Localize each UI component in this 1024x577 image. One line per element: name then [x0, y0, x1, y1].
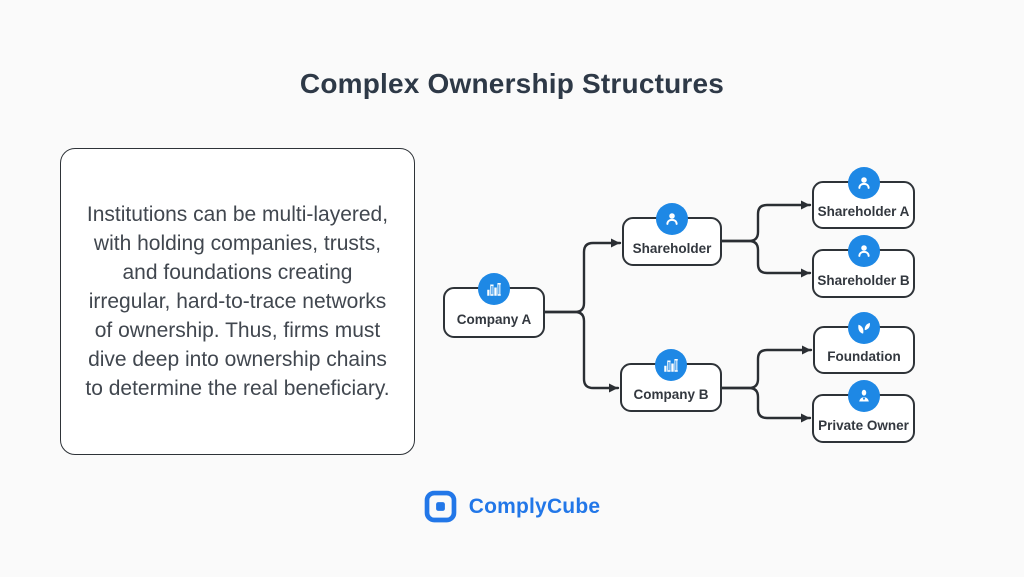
node-label: Foundation [827, 349, 901, 364]
node-private-owner: Private Owner [812, 380, 915, 443]
node-label: Company A [456, 311, 532, 327]
node-company-b: Company B [620, 349, 722, 412]
node-shareholder-a: Shareholder A [812, 167, 915, 229]
buildings-icon [478, 273, 510, 305]
person-icon [656, 203, 688, 235]
edge-companyB-privateOwner [720, 386, 812, 423]
node-label: Shareholder B [817, 272, 910, 288]
node-company-a: Company A [443, 273, 545, 338]
leaf-icon [848, 312, 880, 344]
edge-companyA-shareholder [543, 238, 622, 314]
edge-companyB-foundation [720, 345, 813, 390]
edge-shareholder-shareholderA [720, 200, 812, 243]
edge-companyA-companyB [543, 310, 620, 393]
node-shareholder-b: Shareholder B [812, 235, 915, 298]
brand-logo: ComplyCube [0, 490, 1024, 523]
brand-name: ComplyCube [468, 494, 601, 518]
description-box: Institutions can be multi-layered, with … [60, 148, 415, 455]
node-label: Private Owner [818, 417, 909, 433]
person-icon [847, 235, 880, 267]
edge-shareholder-shareholderB [720, 239, 812, 278]
node-label: Shareholder [632, 240, 712, 256]
person-icon [847, 167, 880, 199]
description-text: Institutions can be multi-layered, with … [85, 203, 390, 400]
complycube-logo-icon [424, 490, 457, 523]
node-foundation: Foundation [813, 312, 915, 374]
page-title: Complex Ownership Structures [299, 68, 725, 99]
node-label: Shareholder A [817, 204, 910, 219]
node-label: Company B [633, 386, 709, 402]
businessman-icon [847, 380, 880, 412]
node-shareholder: Shareholder [622, 203, 722, 266]
buildings-icon [655, 349, 687, 381]
